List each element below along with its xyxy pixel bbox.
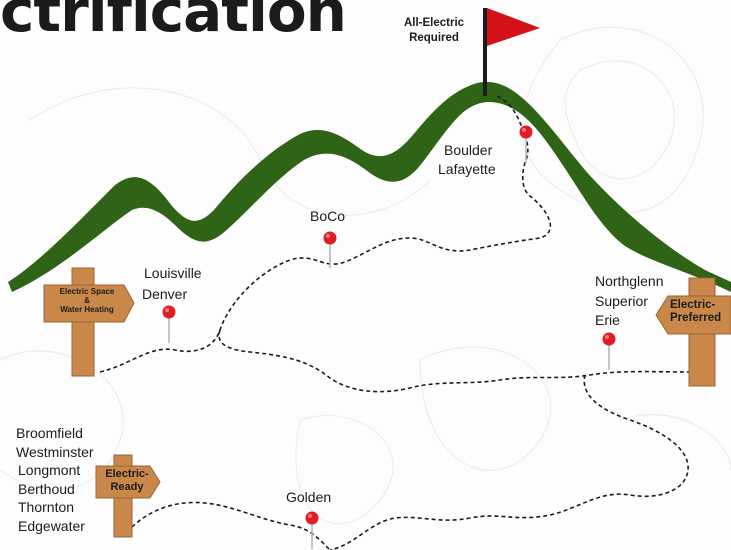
trail-lower-loop — [218, 329, 693, 393]
town-label: Thornton — [18, 499, 75, 515]
signpost-board — [655, 295, 731, 335]
town-label: Berthoud — [18, 480, 75, 497]
sign-line: Ready — [110, 480, 144, 493]
flag-label: All-Electric Required — [394, 16, 474, 46]
town-group-broomfield: Broomfield Westminster Longmont Berthoud… — [16, 424, 94, 535]
town-group-louisville: Louisville Denver — [142, 263, 202, 305]
sign-line: Electric Space — [59, 287, 115, 296]
town-label: Erie — [595, 312, 620, 328]
sign-line: & — [84, 296, 90, 306]
signpost-space-water — [43, 267, 135, 377]
map-pin-louisville — [162, 305, 176, 343]
town-label: Broomfield — [16, 425, 83, 441]
sign-line: Electric- — [670, 299, 716, 311]
flag-label-line1: All-Electric — [403, 17, 465, 29]
map-pin-golden — [305, 511, 319, 549]
sign-label-space-water: Electric Space & Water Heating — [46, 287, 128, 315]
town-label: BoCo — [310, 208, 346, 224]
town-label: Denver — [142, 286, 188, 302]
signpost-preferred — [655, 277, 731, 387]
town-label: Golden — [286, 489, 332, 505]
town-label: Northglenn — [595, 273, 664, 289]
map-pin-northglenn — [602, 332, 616, 370]
town-label: Louisville — [144, 265, 202, 281]
town-label: Edgewater — [18, 517, 85, 534]
town-label: Longmont — [18, 462, 81, 478]
trail-left-bottom — [131, 501, 331, 550]
town-group-northglenn: Northglenn Superior Erie — [595, 272, 664, 331]
trail-bottom-loop — [329, 374, 689, 550]
flag-banner — [487, 8, 540, 46]
trail-path — [99, 95, 552, 373]
sign-line: Preferred — [670, 312, 722, 325]
town-group-boco: BoCo — [310, 207, 345, 226]
map-pin-boco — [323, 231, 337, 268]
town-group-golden: Golden — [286, 488, 331, 507]
signpost-board — [95, 465, 161, 499]
sign-label-preferred: Electric- Preferred — [670, 299, 731, 325]
town-label: Boulder — [444, 142, 493, 158]
town-group-boulder: Boulder Lafayette — [438, 141, 496, 178]
flag-label-line2: Required — [409, 32, 459, 44]
signpost-ready — [95, 454, 161, 538]
sign-line: Water Heating — [60, 305, 114, 315]
town-label: Lafayette — [438, 160, 496, 177]
flag-pole — [483, 8, 487, 96]
page-title: ctrification — [0, 0, 347, 45]
signpost-board — [43, 284, 135, 323]
sign-line: Electric- — [105, 468, 149, 480]
town-label: Westminster — [16, 443, 94, 460]
map-pin-boulder — [519, 125, 533, 163]
topographic-contour-lines — [0, 26, 731, 525]
mountain-ridge — [8, 81, 731, 292]
town-label: Superior — [595, 292, 648, 309]
sign-label-ready: Electric- Ready — [96, 468, 158, 493]
